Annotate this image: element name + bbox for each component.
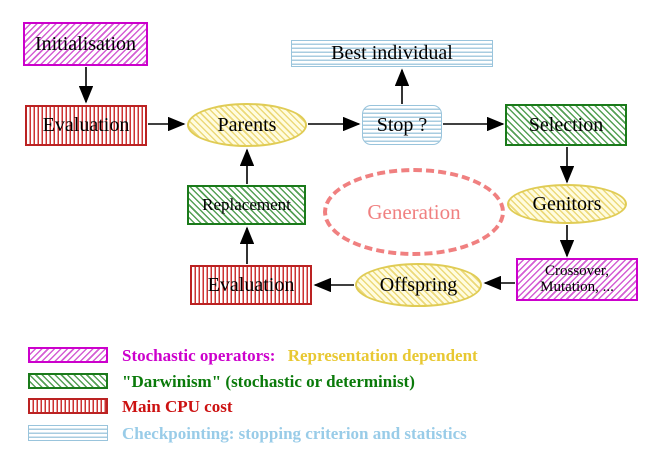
node-best-individual: Best individual: [291, 40, 493, 67]
legend-label-cpu: Main CPU cost: [122, 397, 233, 416]
node-evaluation-bottom: Evaluation: [190, 265, 312, 305]
generation-cycle-ellipse: Generation: [323, 168, 505, 256]
legend-swatch-stochastic: [28, 347, 108, 363]
node-selection: Selection: [505, 104, 627, 146]
legend-label-checkpointing: Checkpointing: stopping criterion and st…: [122, 424, 467, 443]
node-crossover-mutation: Crossover, Mutation, ...: [516, 258, 638, 301]
node-stop: Stop ?: [362, 105, 442, 145]
legend-swatch-checkpointing: [28, 425, 108, 441]
legend-label-stochastic: Stochastic operators: Representation dep…: [122, 347, 478, 365]
node-replacement: Replacement: [187, 185, 306, 225]
legend-representation-text: Representation dependent: [287, 346, 478, 365]
legend-label-darwinism: "Darwinism" (stochastic or determinist): [122, 372, 415, 391]
node-parents: Parents: [187, 103, 307, 147]
node-initialisation: Initialisation: [23, 22, 148, 66]
node-evaluation-top: Evaluation: [25, 105, 147, 146]
crossover-line2: Mutation, ...: [540, 278, 614, 295]
legend-stochastic-text: Stochastic operators:: [122, 346, 276, 365]
node-offspring: Offspring: [355, 263, 482, 307]
crossover-line1: Crossover,: [545, 262, 609, 279]
node-genitors: Genitors: [507, 184, 627, 224]
legend-swatch-cpu: [28, 398, 108, 414]
legend-swatch-darwinism: [28, 373, 108, 389]
